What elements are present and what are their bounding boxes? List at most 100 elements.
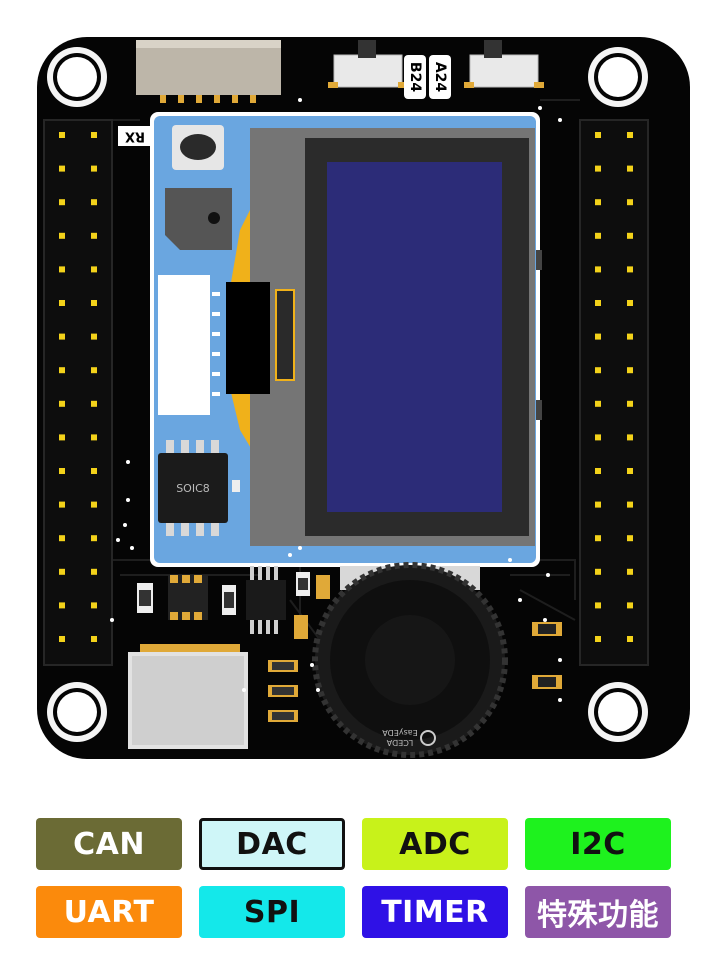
via bbox=[298, 98, 302, 102]
header-pin bbox=[59, 300, 65, 306]
via bbox=[130, 546, 134, 550]
pins-left bbox=[59, 132, 97, 642]
legend-can: CAN bbox=[36, 818, 182, 870]
header-pin bbox=[595, 636, 601, 642]
header-pin bbox=[627, 300, 633, 306]
header-pin bbox=[91, 501, 97, 508]
soic8-label: SOIC8 bbox=[176, 482, 210, 495]
legend-dac: DAC bbox=[199, 818, 345, 870]
slide-switch-left bbox=[328, 40, 408, 88]
via bbox=[518, 598, 522, 602]
usb-c-connector bbox=[128, 644, 248, 749]
via bbox=[558, 698, 562, 702]
header-pin bbox=[627, 367, 633, 374]
smd-components bbox=[137, 566, 562, 722]
header-pin bbox=[627, 501, 633, 508]
pcb-vias bbox=[110, 98, 562, 702]
header-pin bbox=[627, 535, 633, 542]
header-pin bbox=[59, 636, 65, 642]
mounting-hole-top-left bbox=[47, 47, 107, 107]
via bbox=[316, 688, 320, 692]
header-pin bbox=[91, 636, 97, 642]
via bbox=[288, 553, 292, 557]
header-pin bbox=[595, 602, 601, 609]
header-pin bbox=[59, 468, 65, 474]
header-pin bbox=[595, 266, 601, 273]
mounting-hole-top-right bbox=[588, 47, 648, 107]
easyeda-logo-text-1: LCEDA bbox=[386, 738, 413, 747]
via bbox=[558, 658, 562, 662]
oled-screen bbox=[327, 162, 502, 512]
header-pin bbox=[59, 232, 65, 239]
header-pin bbox=[59, 400, 65, 407]
legend-timer: TIMER bbox=[362, 886, 508, 938]
header-pin bbox=[627, 232, 633, 239]
header-pin bbox=[59, 132, 65, 138]
header-pin bbox=[59, 434, 65, 441]
header-pin bbox=[91, 165, 97, 172]
header-pin bbox=[627, 333, 633, 340]
via bbox=[126, 498, 130, 502]
header-pin bbox=[627, 165, 633, 172]
header-pin bbox=[627, 636, 633, 642]
via bbox=[310, 663, 314, 667]
header-pin bbox=[595, 434, 601, 441]
display-module: SOIC8 bbox=[150, 112, 542, 567]
header-pin bbox=[91, 300, 97, 306]
switch-label-a24: A24 bbox=[429, 55, 451, 99]
header-pin bbox=[627, 468, 633, 474]
header-pin bbox=[91, 232, 97, 239]
fpc-connector bbox=[136, 40, 281, 103]
header-pin bbox=[595, 568, 601, 575]
via bbox=[126, 460, 130, 464]
via bbox=[116, 538, 120, 542]
via bbox=[110, 618, 114, 622]
header-pin bbox=[595, 468, 601, 474]
header-pin bbox=[91, 132, 97, 138]
header-pin bbox=[91, 535, 97, 542]
a24-label: A24 bbox=[432, 62, 448, 93]
header-pin bbox=[91, 602, 97, 609]
header-pin bbox=[59, 568, 65, 575]
via bbox=[558, 118, 562, 122]
via bbox=[298, 546, 302, 550]
header-pin bbox=[59, 367, 65, 374]
header-pin bbox=[627, 400, 633, 407]
header-pin bbox=[595, 501, 601, 508]
header-pin bbox=[59, 535, 65, 542]
header-pin bbox=[91, 333, 97, 340]
via bbox=[123, 523, 127, 527]
header-pin bbox=[595, 333, 601, 340]
header-pin bbox=[595, 367, 601, 374]
soic8-chip: SOIC8 bbox=[158, 440, 228, 536]
via bbox=[543, 618, 547, 622]
via bbox=[508, 558, 512, 562]
via bbox=[242, 688, 246, 692]
header-pin bbox=[59, 266, 65, 273]
rx-label: RX bbox=[125, 129, 145, 144]
header-pin bbox=[59, 501, 65, 508]
header-pin bbox=[91, 367, 97, 374]
via bbox=[538, 106, 542, 110]
header-pin bbox=[627, 568, 633, 575]
header-pin bbox=[59, 602, 65, 609]
pin-header-right bbox=[579, 119, 649, 666]
header-pin bbox=[595, 535, 601, 542]
header-pin bbox=[595, 165, 601, 172]
header-pin bbox=[627, 266, 633, 273]
header-pin bbox=[91, 199, 97, 206]
legend-uart: UART bbox=[36, 886, 182, 938]
header-pin bbox=[91, 400, 97, 407]
legend-spi: SPI bbox=[199, 886, 345, 938]
header-pin bbox=[627, 434, 633, 441]
mounting-hole-bottom-left bbox=[47, 682, 107, 742]
pcb-board-illustration: B24 A24 RX SOIC8 bbox=[37, 37, 690, 759]
header-pin bbox=[595, 232, 601, 239]
header-pin bbox=[91, 568, 97, 575]
rotary-encoder-knob: LCEDA EasyEDA bbox=[312, 562, 508, 758]
easyeda-logo-text-2: EasyEDA bbox=[382, 728, 418, 737]
b24-label: B24 bbox=[407, 62, 423, 92]
switch-label-b24: B24 bbox=[404, 55, 426, 99]
header-pin bbox=[627, 602, 633, 609]
pins-right bbox=[595, 132, 633, 642]
